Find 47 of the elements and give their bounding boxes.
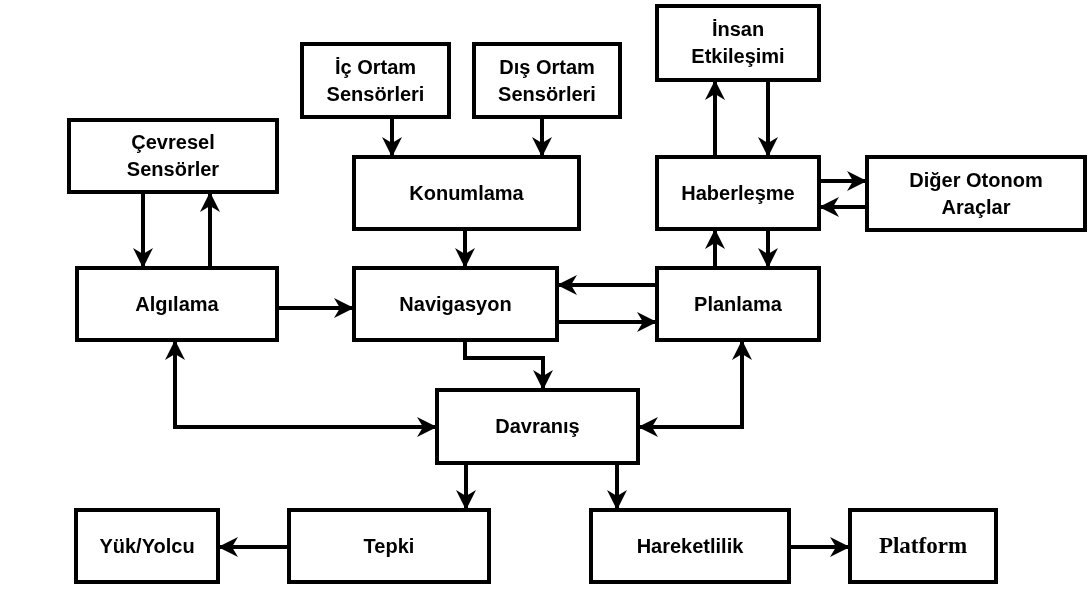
arrow	[133, 194, 153, 268]
arrow	[456, 465, 476, 510]
process-box	[75, 266, 279, 342]
box-label: İç Ortam Sensörleri	[325, 54, 426, 107]
arrow	[705, 229, 725, 266]
box-label: Platform	[877, 532, 969, 561]
box-label: Çevresel Sensörler	[125, 130, 221, 182]
process-box	[287, 508, 491, 584]
box-label: Haberleşme	[680, 180, 796, 206]
arrow	[463, 342, 553, 390]
box-label: Hareketlilik	[635, 533, 745, 559]
arrow	[382, 119, 402, 157]
arrow	[821, 171, 867, 191]
process-box	[300, 42, 451, 119]
process-box	[865, 155, 1087, 232]
box-label: Davranış	[494, 414, 581, 439]
process-box	[67, 118, 279, 194]
arrow	[705, 80, 725, 155]
process-box	[472, 42, 622, 119]
process-box	[352, 155, 581, 231]
box-label: Planlama	[693, 291, 783, 317]
box-label: Tepki	[362, 533, 416, 559]
process-box	[655, 155, 821, 231]
box-label: Diğer Otonom Araçlar	[908, 167, 1044, 220]
arrow	[791, 537, 850, 557]
arrow	[758, 231, 778, 268]
box-label: Navigasyon	[398, 291, 513, 317]
process-box	[589, 508, 791, 584]
arrow	[758, 82, 778, 157]
arrow	[559, 312, 657, 332]
process-box	[74, 508, 220, 584]
process-box	[848, 508, 998, 584]
box-label: İnsan Etkileşimi	[690, 17, 786, 69]
process-box	[655, 266, 821, 342]
box-label: Yük/Yolcu	[98, 533, 196, 559]
process-box	[352, 266, 559, 342]
process-box	[655, 4, 821, 82]
process-box	[435, 388, 640, 465]
arrow	[165, 340, 437, 437]
arrow	[455, 231, 475, 268]
box-label: Algılama	[134, 291, 220, 317]
arrow	[607, 465, 627, 510]
arrow	[279, 298, 354, 318]
arrow	[200, 192, 220, 266]
arrow	[532, 119, 552, 157]
box-label: Konumlama	[408, 180, 525, 206]
box-label: Dış Ortam Sensörleri	[497, 54, 597, 107]
